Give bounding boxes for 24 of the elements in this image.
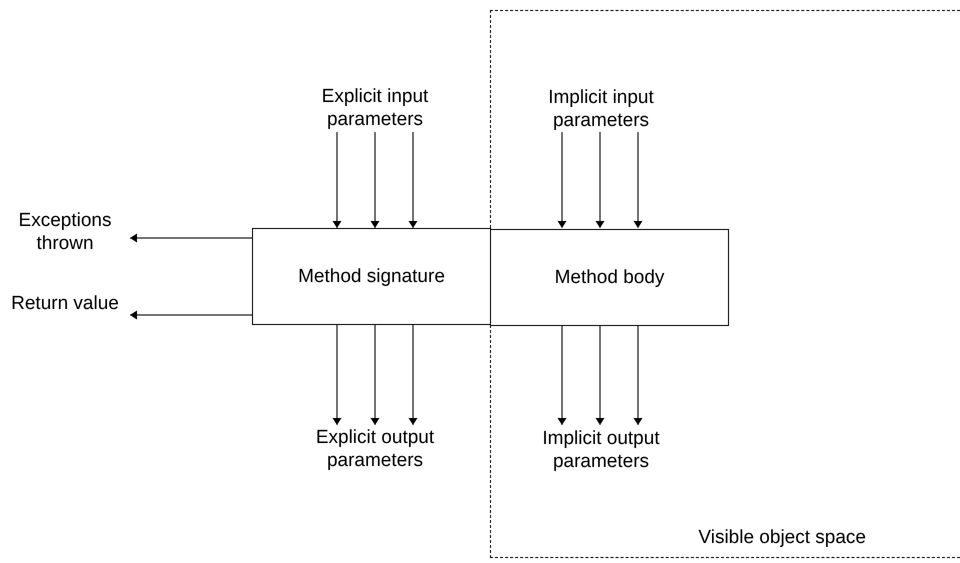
arrow: [634, 324, 642, 426]
arrow: [410, 324, 416, 426]
arrow: [596, 324, 604, 426]
arrow: [130, 234, 252, 242]
arrow: [410, 132, 416, 228]
arrow: [634, 132, 642, 228]
region-label: Visible object space: [698, 526, 866, 549]
parameter-label: Implicit input parameters: [521, 85, 681, 133]
arrow: [334, 324, 340, 426]
arrow: [596, 132, 604, 228]
arrow: [558, 324, 566, 426]
method-box: Method signature: [252, 228, 491, 325]
arrow: [372, 324, 378, 426]
parameter-label: Explicit output parameters: [290, 425, 460, 473]
arrow: [334, 132, 340, 228]
parameter-label: Explicit input parameters: [290, 84, 460, 132]
arrow: [558, 132, 566, 228]
arrow: [130, 312, 252, 318]
method-box: Method body: [491, 229, 729, 326]
arrow: [372, 132, 378, 228]
parameter-label: Implicit output parameters: [516, 426, 686, 474]
parameter-label: Return value: [0, 279, 130, 327]
dashed-region: [490, 10, 960, 558]
parameter-label: Exceptions thrown: [0, 208, 130, 256]
